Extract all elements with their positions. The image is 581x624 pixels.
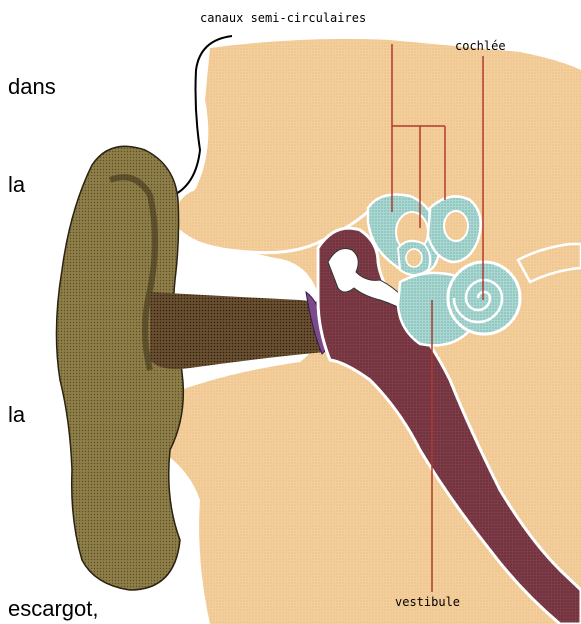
cochlea [448,262,520,334]
label-cochlee: cochlée [455,39,506,53]
label-canaux-semi-circulaires: canaux semi-circulaires [200,11,366,25]
pinna [56,146,183,590]
label-vestibule: vestibule [395,595,460,609]
ear-canal [150,292,325,369]
